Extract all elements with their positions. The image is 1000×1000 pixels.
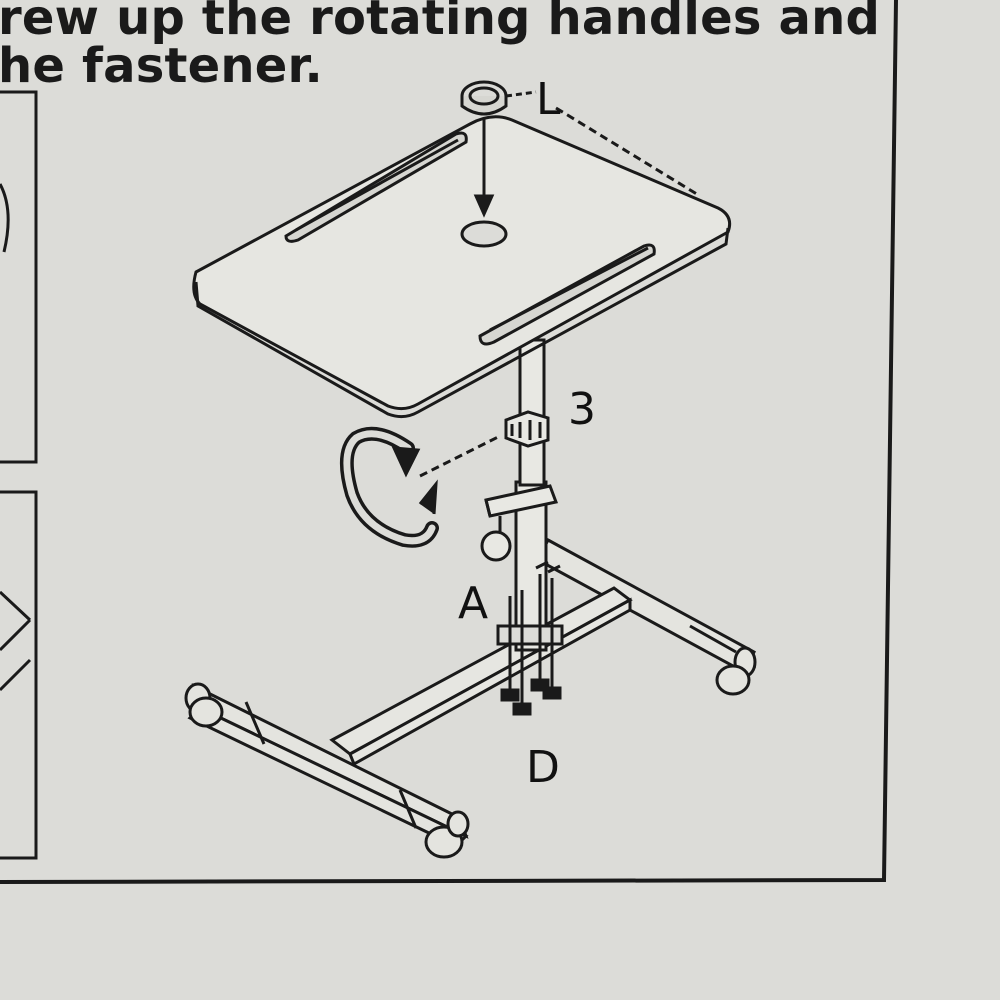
panel-frames — [0, 0, 898, 884]
instruction-line-2: he fastener. — [0, 38, 323, 94]
front-base-bar — [184, 682, 470, 859]
cap-part — [460, 80, 701, 218]
label-pole: 3 — [568, 384, 596, 435]
bolts-and-nuts — [500, 560, 562, 716]
instruction-line-1: rew up the rotating handles and — [0, 0, 881, 46]
rotation-arrow-icon — [339, 426, 501, 548]
label-cap: L — [536, 74, 561, 125]
label-nuts: D — [526, 742, 560, 793]
rear-base-bar — [536, 537, 757, 696]
tabletop — [192, 115, 732, 419]
label-bolt: A — [458, 578, 488, 629]
